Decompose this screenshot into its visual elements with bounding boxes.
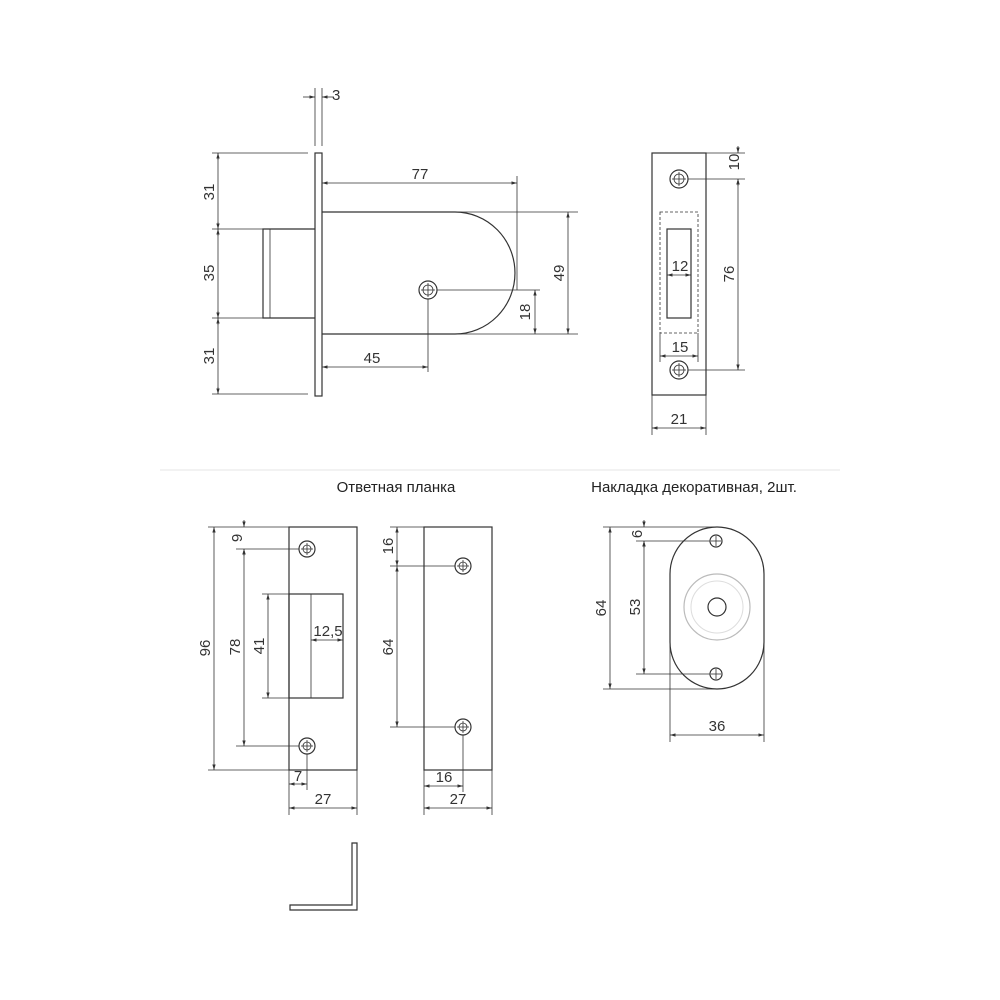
screw-hole-icon bbox=[669, 360, 689, 380]
dim-faceplate-width: 21 bbox=[671, 411, 688, 428]
strike-plate bbox=[288, 526, 358, 771]
dim-strike-width: 27 bbox=[315, 791, 332, 808]
screw-hole-icon bbox=[454, 557, 472, 575]
screw-icon bbox=[418, 280, 438, 300]
screw-hole-icon bbox=[709, 534, 723, 548]
dim-strike-window-height: 41 bbox=[251, 638, 268, 655]
screw-hole-icon bbox=[709, 667, 723, 681]
screw-hole-icon bbox=[298, 737, 316, 755]
strike-plate-alt-body bbox=[423, 526, 493, 771]
dim-strike2-width: 27 bbox=[450, 791, 467, 808]
dim-bolt-height: 35 bbox=[201, 265, 218, 282]
dim-body-length: 77 bbox=[412, 166, 429, 183]
dim-strike2-offset: 16 bbox=[380, 538, 397, 555]
screw-hole-icon bbox=[454, 718, 472, 736]
bolt bbox=[262, 228, 315, 319]
dim-cover-width: 36 bbox=[709, 718, 726, 735]
center-hole bbox=[707, 597, 727, 617]
dim-body-height: 49 bbox=[551, 265, 568, 282]
decorative-cover: 64 6 53 36 bbox=[593, 520, 765, 742]
dim-faceplate-thickness: 3 bbox=[332, 87, 340, 104]
dim-backset: 45 bbox=[364, 350, 381, 367]
dim-strike2-hole-x: 16 bbox=[436, 769, 453, 786]
screw-hole-icon bbox=[669, 169, 689, 189]
screw-hole-icon bbox=[298, 540, 316, 558]
lock-body bbox=[322, 211, 516, 335]
decorative-cover-caption: Накладка декоративная, 2шт. bbox=[591, 479, 797, 496]
dim-window-width: 15 bbox=[672, 339, 689, 356]
dim-hole-edge: 10 bbox=[726, 154, 743, 171]
faceplate bbox=[314, 152, 323, 397]
dim-bolt-width: 12 bbox=[672, 258, 689, 275]
lock-side-view: 3 31 35 31 77 49 18 45 bbox=[201, 87, 578, 397]
cover-outline bbox=[669, 526, 765, 690]
dim-strike-hole-offset: 9 bbox=[229, 534, 246, 542]
faceplate-front bbox=[651, 152, 707, 396]
dim-strike-hole-x: 7 bbox=[294, 768, 302, 785]
dim-bottom-offset: 31 bbox=[201, 348, 218, 365]
dim-hole-spacing: 76 bbox=[721, 266, 738, 283]
angle-profile bbox=[289, 842, 358, 911]
dim-strike2-hole-spacing: 64 bbox=[380, 639, 397, 656]
strike-plate-caption: Ответная планка bbox=[337, 479, 456, 496]
dim-strike-height: 96 bbox=[197, 640, 214, 657]
dim-screw-height: 18 bbox=[517, 304, 534, 321]
dim-strike-window-width: 12,5 bbox=[313, 623, 342, 640]
strike-plate-front: 96 9 78 41 12,5 7 27 bbox=[197, 520, 358, 815]
dim-top-offset: 31 bbox=[201, 184, 218, 201]
dim-cover-hole-offset: 6 bbox=[629, 530, 646, 538]
dim-cover-height: 64 bbox=[593, 600, 610, 617]
strike-plate-alt: 16 64 16 27 bbox=[380, 526, 493, 815]
lock-faceplate-front: 10 76 12 15 21 bbox=[651, 146, 745, 435]
strike-window bbox=[288, 593, 344, 699]
dim-cover-hole-spacing: 53 bbox=[627, 599, 644, 616]
dim-strike-hole-spacing: 78 bbox=[227, 639, 244, 656]
